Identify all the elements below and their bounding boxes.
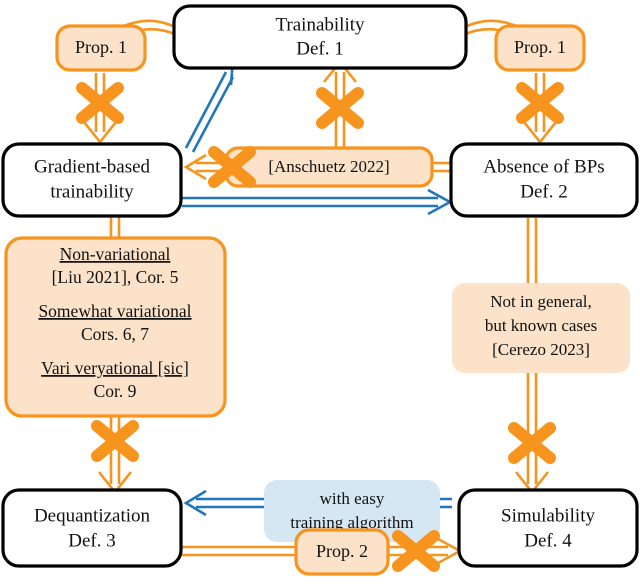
cross-icon-prop1-right: [516, 82, 564, 124]
label-prop1-right-text: Prop. 1: [514, 37, 566, 57]
label-cerezo-note[interactable]: Not in general, but known cases [Cerezo …: [452, 283, 630, 373]
variational-entry-2-heading: Vari veryational [sic]: [41, 358, 189, 378]
label-prop2[interactable]: Prop. 2: [294, 528, 390, 576]
node-absence-bps-line2: Def. 2: [520, 181, 567, 202]
label-cerezo-line3: [Cerezo 2023]: [492, 340, 590, 359]
label-prop1-right[interactable]: Prop. 1: [494, 24, 586, 72]
label-prop1-left-text: Prop. 1: [75, 37, 127, 57]
node-dequantization-line2: Def. 3: [68, 530, 115, 551]
cross-icon-dequantization-to-simulability: [392, 530, 440, 572]
variational-entry-0-heading: Non-variational: [60, 244, 171, 264]
cross-icon-prop1-left: [76, 82, 124, 124]
label-prop1-left[interactable]: Prop. 1: [55, 24, 147, 72]
edge-gradient-to-variational: [109, 216, 121, 239]
node-gradient-based-trainability[interactable]: Gradient-based trainability: [1, 142, 183, 218]
cross-icon-absence-to-trainability: [316, 87, 364, 129]
node-simulability-line2: Def. 4: [524, 530, 572, 551]
cross-icon-absence-to-simulability: [508, 422, 556, 464]
edge-gradient-to-trainability: [184, 56, 235, 153]
cross-icon-variational-to-dequantization: [91, 420, 139, 462]
node-gradient-based-line1: Gradient-based: [34, 156, 151, 177]
node-simulability[interactable]: Simulability Def. 4: [457, 488, 639, 568]
label-anschuetz[interactable]: [Anschuetz 2022]: [224, 146, 434, 188]
node-dequantization-line1: Dequantization: [34, 505, 151, 526]
variational-entry-1-heading: Somewhat variational: [38, 301, 191, 321]
label-cerezo-line2: but known cases: [485, 316, 597, 335]
label-anschuetz-text: [Anschuetz 2022]: [268, 157, 389, 176]
node-absence-of-bps[interactable]: Absence of BPs Def. 2: [449, 142, 639, 218]
label-cerezo-line1: Not in general,: [490, 292, 592, 311]
variational-entry-1-detail: Cors. 6, 7: [81, 324, 149, 344]
node-gradient-based-line2: trainability: [50, 181, 134, 202]
cross-icon-anschuetz: [208, 146, 256, 188]
node-absence-bps-line1: Absence of BPs: [483, 156, 604, 177]
node-trainability-line2: Def. 1: [296, 38, 343, 59]
node-trainability[interactable]: Trainability Def. 1: [172, 4, 468, 70]
label-easy-training-algorithm[interactable]: with easy training algorithm: [264, 480, 440, 542]
edge-gradient-to-absence: [182, 188, 453, 216]
label-easy-training-line2: training algorithm: [290, 513, 413, 532]
node-trainability-line1: Trainability: [275, 14, 365, 35]
box-variational-results[interactable]: Non-variational [Liu 2021], Cor. 5 Somew…: [4, 236, 227, 418]
node-simulability-line1: Simulability: [501, 505, 595, 526]
variational-entry-2-detail: Cor. 9: [94, 381, 137, 401]
label-prop2-text: Prop. 2: [316, 541, 368, 561]
node-dequantization[interactable]: Dequantization Def. 3: [1, 488, 183, 568]
label-easy-training-line1: with easy: [320, 489, 385, 508]
variational-entry-0-detail: [Liu 2021], Cor. 5: [52, 267, 179, 287]
